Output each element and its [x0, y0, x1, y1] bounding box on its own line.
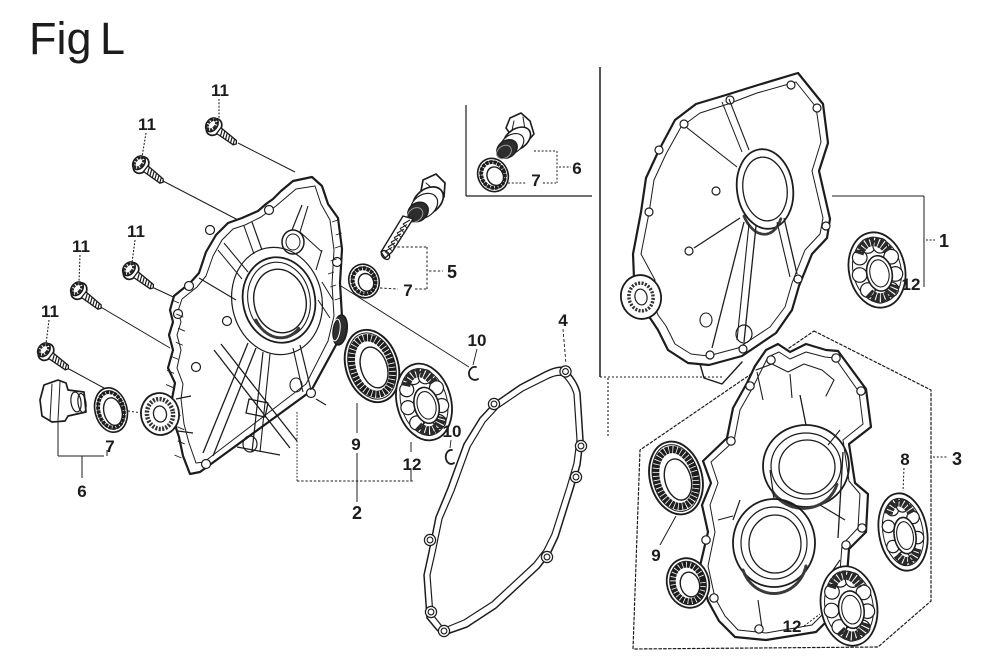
svg-text:12: 12 [783, 617, 802, 636]
svg-text:Fig: Fig [29, 13, 92, 64]
svg-text:3: 3 [952, 449, 962, 469]
svg-text:11: 11 [138, 115, 156, 134]
svg-text:9: 9 [351, 435, 360, 454]
svg-text:11: 11 [72, 237, 90, 256]
svg-text:7: 7 [105, 437, 114, 456]
svg-text:5: 5 [447, 262, 457, 282]
svg-text:7: 7 [531, 171, 540, 190]
svg-text:4: 4 [558, 311, 568, 330]
svg-text:12: 12 [902, 275, 921, 294]
svg-text:11: 11 [127, 222, 145, 241]
svg-text:8: 8 [900, 450, 909, 469]
svg-text:1: 1 [939, 231, 949, 251]
svg-text:6: 6 [77, 482, 86, 501]
svg-text:2: 2 [352, 503, 362, 523]
svg-text:6: 6 [572, 159, 581, 178]
svg-text:L: L [100, 13, 125, 64]
svg-text:10: 10 [468, 331, 487, 350]
svg-text:10: 10 [443, 422, 462, 441]
svg-text:12: 12 [403, 455, 422, 474]
svg-text:9: 9 [651, 546, 660, 565]
svg-text:11: 11 [211, 81, 229, 100]
svg-text:7: 7 [403, 281, 412, 300]
svg-text:11: 11 [41, 302, 59, 321]
